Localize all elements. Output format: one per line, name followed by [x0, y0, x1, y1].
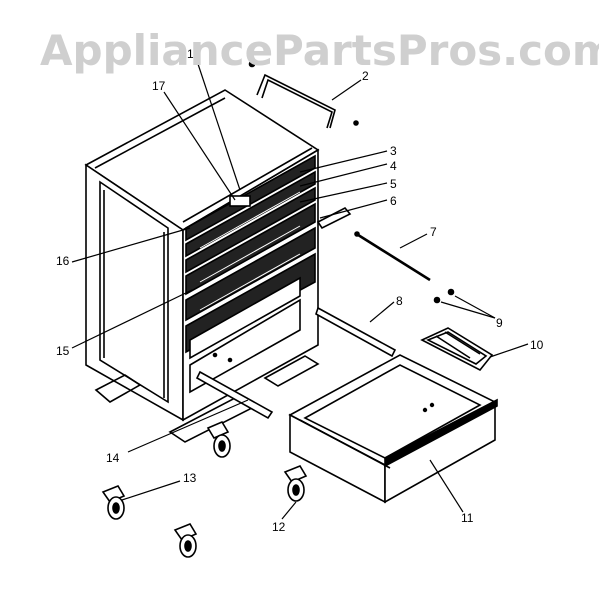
leader-lines — [71, 54, 529, 520]
callout-13: 13 — [183, 471, 197, 485]
handle-part-2 — [256, 73, 336, 129]
callout-3: 3 — [390, 144, 397, 158]
caster-rear-left — [173, 523, 198, 558]
drawer-part-11 — [288, 354, 498, 504]
callout-7: 7 — [430, 225, 437, 239]
callout-4: 4 — [390, 159, 397, 173]
screw-part-1 — [248, 60, 256, 68]
cabinet — [84, 89, 320, 443]
caster-part-12 — [283, 465, 308, 502]
callout-12: 12 — [272, 520, 286, 534]
callout-10: 10 — [530, 338, 544, 352]
callout-14: 14 — [106, 451, 120, 465]
caster-part-13 — [101, 485, 126, 520]
callout-5: 5 — [390, 177, 397, 191]
callout-labels: 1 2 3 4 5 6 7 8 9 10 11 12 13 14 15 16 1… — [56, 47, 544, 534]
slide-part-14 — [195, 370, 274, 420]
caster-front-left — [206, 420, 231, 458]
callout-11: 11 — [461, 511, 474, 525]
callout-9: 9 — [496, 316, 503, 330]
screw-part-9 — [447, 288, 455, 296]
callout-16: 16 — [56, 254, 70, 268]
callout-1: 1 — [187, 47, 194, 61]
slide-part-8 — [315, 306, 397, 358]
bracket-part-6 — [316, 206, 352, 230]
callout-8: 8 — [396, 294, 403, 308]
rod-part-7 — [354, 231, 431, 282]
callout-17: 17 — [152, 79, 166, 93]
tray-part-10 — [420, 327, 494, 372]
callout-6: 6 — [390, 194, 397, 208]
callout-2: 2 — [362, 69, 369, 83]
watermark: AppliancePartsPros.com — [40, 26, 599, 75]
callout-15: 15 — [56, 344, 70, 358]
